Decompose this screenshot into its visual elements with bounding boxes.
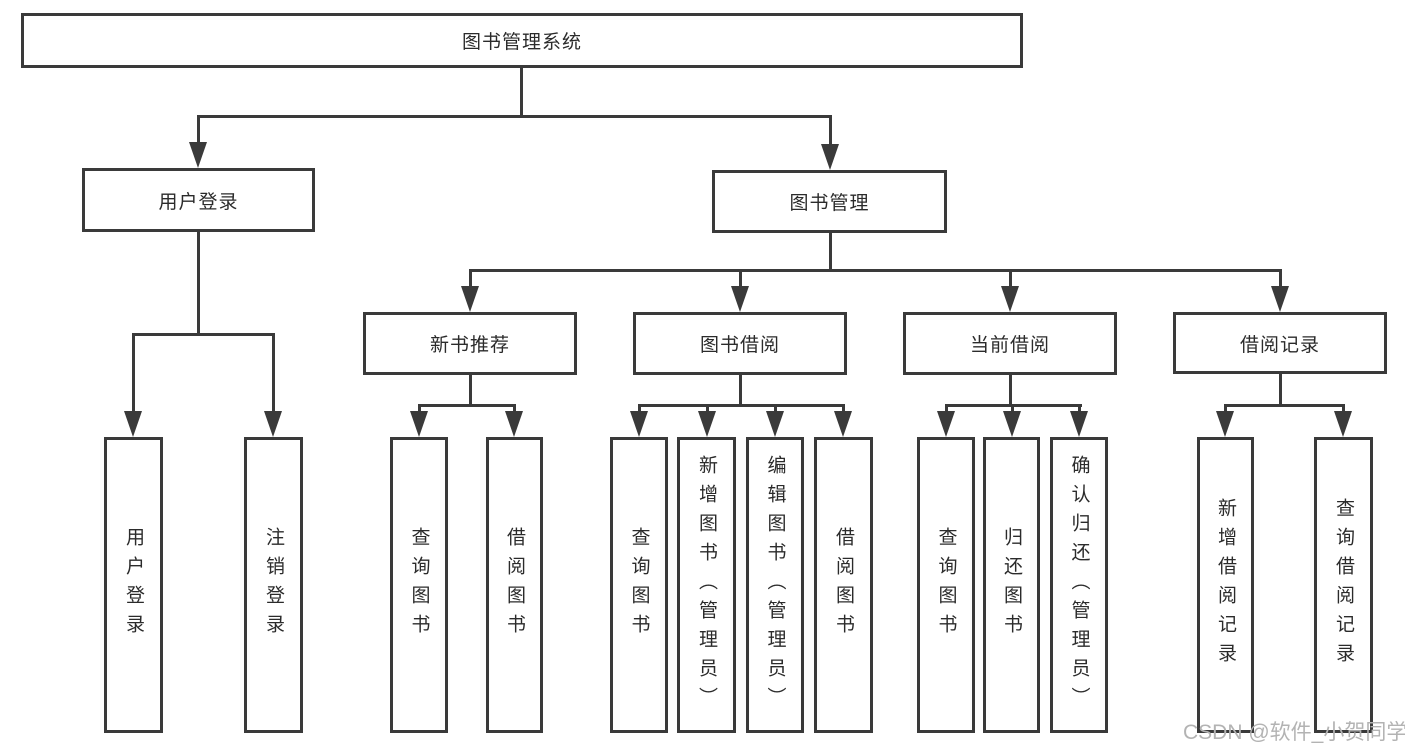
leaf-bw-add-books-label: 新增图书（管理员） — [696, 454, 717, 716]
connector — [1342, 404, 1345, 414]
leaf-cur-confirm-return-label: 确认归还（管理员） — [1068, 454, 1090, 716]
leaf-bw-query-books: 查询图书 — [610, 437, 668, 733]
node-user-login: 用户登录 — [82, 168, 315, 232]
node-book-management-label: 图书管理 — [789, 193, 870, 214]
node-book-borrow-label: 图书借阅 — [699, 335, 780, 356]
arrow-down-icon — [630, 411, 648, 437]
leaf-logout-label: 注销登录 — [263, 527, 284, 643]
leaf-cur-query-books: 查询图书 — [917, 437, 975, 733]
connector — [706, 404, 709, 414]
node-borrow-records-label: 借阅记录 — [1239, 334, 1320, 356]
leaf-cur-query-books-label: 查询图书 — [935, 527, 957, 643]
leaf-nb-borrow-books-label: 借阅图书 — [504, 527, 525, 643]
leaf-nb-query-books-label: 查询图书 — [408, 527, 430, 643]
connector — [469, 373, 472, 407]
leaf-logout: 注销登录 — [244, 437, 303, 733]
connector — [739, 373, 742, 407]
arrow-down-icon — [1216, 411, 1234, 437]
connector — [739, 269, 742, 289]
connector — [1009, 269, 1012, 289]
connector — [638, 404, 845, 407]
leaf-nb-borrow-books: 借阅图书 — [486, 437, 543, 733]
leaf-bw-borrow-books: 借阅图书 — [814, 437, 873, 733]
node-root: 图书管理系统 — [21, 13, 1023, 68]
leaf-bw-add-books: 新增图书（管理员） — [677, 437, 736, 733]
connector — [829, 231, 832, 272]
connector — [1224, 404, 1345, 407]
connector — [513, 404, 516, 414]
node-book-management: 图书管理 — [712, 170, 947, 233]
leaf-user-login: 用户登录 — [104, 437, 163, 733]
connector — [197, 115, 831, 118]
connector — [1009, 373, 1012, 407]
arrow-down-icon — [124, 411, 142, 437]
connector — [1011, 404, 1014, 414]
node-new-book-recommend-label: 新书推荐 — [429, 335, 510, 356]
connector — [1279, 269, 1282, 289]
arrow-down-icon — [264, 411, 282, 437]
connector — [842, 404, 845, 414]
arrow-down-icon — [189, 142, 207, 168]
arrow-down-icon — [731, 286, 749, 312]
arrow-down-icon — [834, 411, 852, 437]
arrow-down-icon — [1001, 286, 1019, 312]
arrow-down-icon — [410, 411, 428, 437]
connector — [829, 115, 832, 147]
leaf-rec-query-record-label: 查询借阅记录 — [1333, 498, 1354, 672]
arrow-down-icon — [1003, 411, 1021, 437]
arrow-down-icon — [1334, 411, 1352, 437]
leaf-rec-add-record: 新增借阅记录 — [1197, 437, 1254, 733]
connector — [1279, 372, 1282, 407]
connector — [638, 404, 641, 414]
node-user-login-label: 用户登录 — [158, 191, 239, 213]
connector — [418, 404, 516, 407]
connector — [1078, 404, 1081, 414]
connector — [520, 66, 523, 118]
leaf-cur-confirm-return: 确认归还（管理员） — [1050, 437, 1108, 733]
node-current-borrow: 当前借阅 — [903, 312, 1117, 375]
leaf-nb-query-books: 查询图书 — [390, 437, 448, 733]
connector — [469, 269, 1282, 272]
connector — [1224, 404, 1227, 414]
node-current-borrow-label: 当前借阅 — [969, 335, 1050, 356]
leaf-cur-return-books: 归还图书 — [983, 437, 1040, 733]
connector — [197, 115, 200, 145]
arrow-down-icon — [937, 411, 955, 437]
arrow-down-icon — [461, 286, 479, 312]
connector — [469, 269, 472, 289]
leaf-bw-edit-books-label: 编辑图书（管理员） — [764, 454, 786, 716]
node-book-borrow: 图书借阅 — [633, 312, 847, 375]
node-new-book-recommend: 新书推荐 — [363, 312, 577, 375]
arrow-down-icon — [1070, 411, 1088, 437]
node-root-label: 图书管理系统 — [461, 32, 582, 53]
leaf-bw-edit-books: 编辑图书（管理员） — [746, 437, 804, 733]
arrow-down-icon — [505, 411, 523, 437]
node-borrow-records: 借阅记录 — [1173, 312, 1387, 374]
connector — [272, 333, 275, 415]
connector — [132, 333, 135, 415]
connector — [774, 404, 777, 414]
leaf-rec-query-record: 查询借阅记录 — [1314, 437, 1373, 733]
arrow-down-icon — [1271, 286, 1289, 312]
connector — [197, 230, 200, 336]
arrow-down-icon — [698, 411, 716, 437]
leaf-bw-query-books-label: 查询图书 — [628, 527, 650, 643]
connector — [945, 404, 948, 414]
watermark: CSDN @软件_小贺同学 — [1183, 721, 1405, 744]
leaf-cur-return-books-label: 归还图书 — [1001, 527, 1022, 643]
arrow-down-icon — [766, 411, 784, 437]
arrow-down-icon — [821, 144, 839, 170]
leaf-rec-add-record-label: 新增借阅记录 — [1215, 498, 1236, 672]
leaf-bw-borrow-books-label: 借阅图书 — [833, 527, 854, 643]
connector — [418, 404, 421, 414]
connector — [132, 333, 275, 336]
leaf-user-login-label: 用户登录 — [123, 527, 144, 643]
